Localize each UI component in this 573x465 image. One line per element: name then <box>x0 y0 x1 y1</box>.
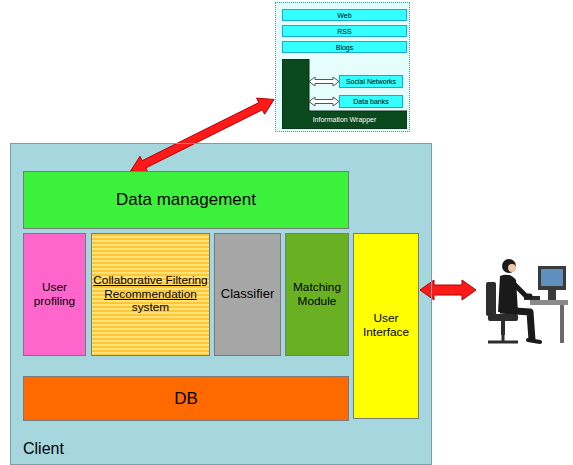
connector-arrow <box>309 97 339 106</box>
connector-arrow <box>309 77 339 86</box>
node-label: User Interface <box>354 312 418 339</box>
node-label: Client <box>23 440 64 458</box>
panel-fill <box>275 2 410 132</box>
node-label: Classifier <box>221 287 274 302</box>
wrapper-shape: Information Wrapper <box>282 59 407 129</box>
module-box: Classifier <box>214 233 281 356</box>
node-label: Social Networks <box>346 76 396 87</box>
node-label: Blogs <box>336 42 354 53</box>
client-panel: ClientData managementUser profilingColla… <box>10 143 432 465</box>
source-box: Social Networks <box>339 75 403 88</box>
user-arrow <box>420 280 476 300</box>
module-box: Matching Module <box>285 233 349 356</box>
source-box: Data banks <box>339 95 403 108</box>
node-label: Web <box>337 10 351 21</box>
database-box: DB <box>23 376 349 421</box>
user-illustration <box>486 259 568 343</box>
node-label: Matching Module <box>286 281 348 308</box>
module-box: User Interface <box>353 233 419 419</box>
panel-fill <box>10 143 432 465</box>
node-label: Data management <box>116 190 256 210</box>
sources-panel: WebRSS BlogsInformation Wrapper Social Net… <box>275 2 410 132</box>
connector-arrow <box>131 98 274 172</box>
source-bar: Blogs <box>282 41 407 53</box>
node-label: RSS <box>337 26 351 37</box>
module-box: Collaborative Filtering Recommendationsy… <box>91 233 210 356</box>
node-label: Collaborative Filtering Recommendation <box>92 274 209 301</box>
source-bar: RSS <box>282 25 407 37</box>
node-label: DB <box>174 389 198 409</box>
node-label: Data banks <box>353 96 388 107</box>
module-box: Data management <box>23 171 349 229</box>
source-bar: Web <box>282 9 407 21</box>
module-box: User profiling <box>23 233 86 356</box>
node-label: User profiling <box>24 281 85 308</box>
node-label: system <box>132 301 169 315</box>
node-label: Information Wrapper <box>282 111 407 129</box>
